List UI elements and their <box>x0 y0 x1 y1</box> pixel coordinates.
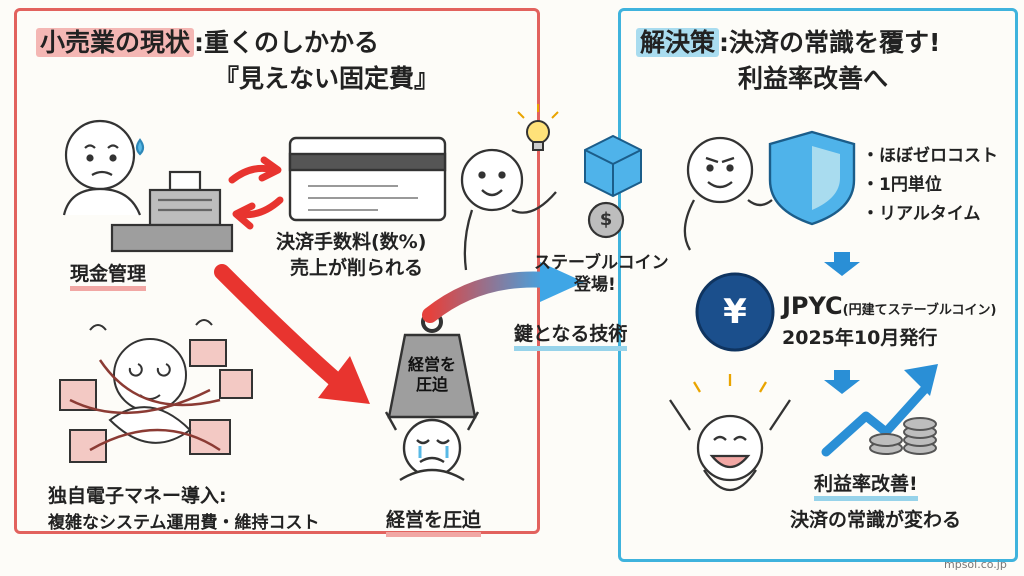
benefit-item: ・リアルタイム <box>862 204 981 224</box>
card-fee-label: 決済手数料(数%) <box>276 231 427 253</box>
pressure-arrow-icon <box>214 264 370 404</box>
weight-text-line1: 経営を <box>407 355 456 374</box>
dollar-coin-icon <box>587 201 625 239</box>
heavy-weight-icon <box>384 311 480 482</box>
growth-chart-icon <box>821 364 938 457</box>
left-title-rest: :重くのしかかる <box>194 28 380 57</box>
jpyc-subtitle: (円建てステーブルコイン) <box>842 303 997 318</box>
transition-arrow-icon <box>422 262 584 323</box>
stablecoin-arrival-label: 登場! <box>574 275 616 295</box>
key-technology-label: 鍵となる技術 <box>514 323 628 351</box>
benefit-list: ・ほぼゼロコスト ・1円単位 ・リアルタイム <box>862 142 998 229</box>
solution-panel <box>618 8 1018 562</box>
left-title: 小売業の現状:重くのしかかる <box>36 28 379 58</box>
lightbulb-icon <box>517 104 559 151</box>
emoney-cost-label: 複雑なシステム運用費・維持コスト <box>48 513 320 533</box>
blockchain-cube-icon <box>584 134 642 198</box>
confident-person-icon <box>683 136 773 251</box>
right-title-rest: :決済の常識を覆す! <box>719 28 941 57</box>
worried-cashier-icon <box>62 119 145 216</box>
emoney-label: 独自電子マネー導入: <box>48 485 227 507</box>
right-title: 解決策:決済の常識を覆す! <box>636 28 940 58</box>
yen-symbol: ¥ <box>723 292 747 332</box>
watermark: mpsol.co.jp <box>944 558 1007 571</box>
jpyc-issue-date: 2025年10月発行 <box>782 327 938 349</box>
left-title-line2: 『見えない固定費』 <box>214 64 440 93</box>
credit-card-icon <box>288 136 447 222</box>
benefit-item: ・ほぼゼロコスト <box>862 146 998 166</box>
security-shield-icon <box>768 130 856 226</box>
swap-arrows-icon <box>228 156 284 230</box>
jpyc-name: JPYC <box>782 292 843 320</box>
right-title-highlight: 解決策 <box>636 28 720 57</box>
benefit-item: ・1円単位 <box>862 175 942 195</box>
weight-text-line2: 圧迫 <box>415 375 448 394</box>
right-title-line2: 利益率改善へ <box>738 64 889 93</box>
idea-person-icon <box>460 148 557 271</box>
jpyc-title: JPYC(円建てステーブルコイン) <box>782 292 997 320</box>
yen-coin-icon <box>695 272 775 352</box>
stablecoin-label: ステーブルコイン <box>534 253 669 273</box>
current-state-panel <box>14 8 540 534</box>
down-arrow-icon <box>824 252 860 276</box>
weight-text: 経営を 圧迫 <box>405 355 459 395</box>
left-title-highlight: 小売業の現状 <box>36 28 195 57</box>
pressure-label: 経営を圧迫 <box>386 509 482 537</box>
card-fee-sublabel: 売上が削られる <box>290 257 424 279</box>
down-arrow-icon <box>824 370 860 394</box>
payment-change-label: 決済の常識が変わる <box>790 509 962 531</box>
profit-improvement-label: 利益率改善! <box>814 473 918 501</box>
happy-person-icon <box>669 374 791 491</box>
dollar-symbol: $ <box>599 209 613 230</box>
cash-register-icon <box>110 170 234 253</box>
cash-management-label: 現金管理 <box>70 263 147 291</box>
coin-stack-icon <box>869 417 937 455</box>
tangled-system-icon <box>59 319 253 463</box>
